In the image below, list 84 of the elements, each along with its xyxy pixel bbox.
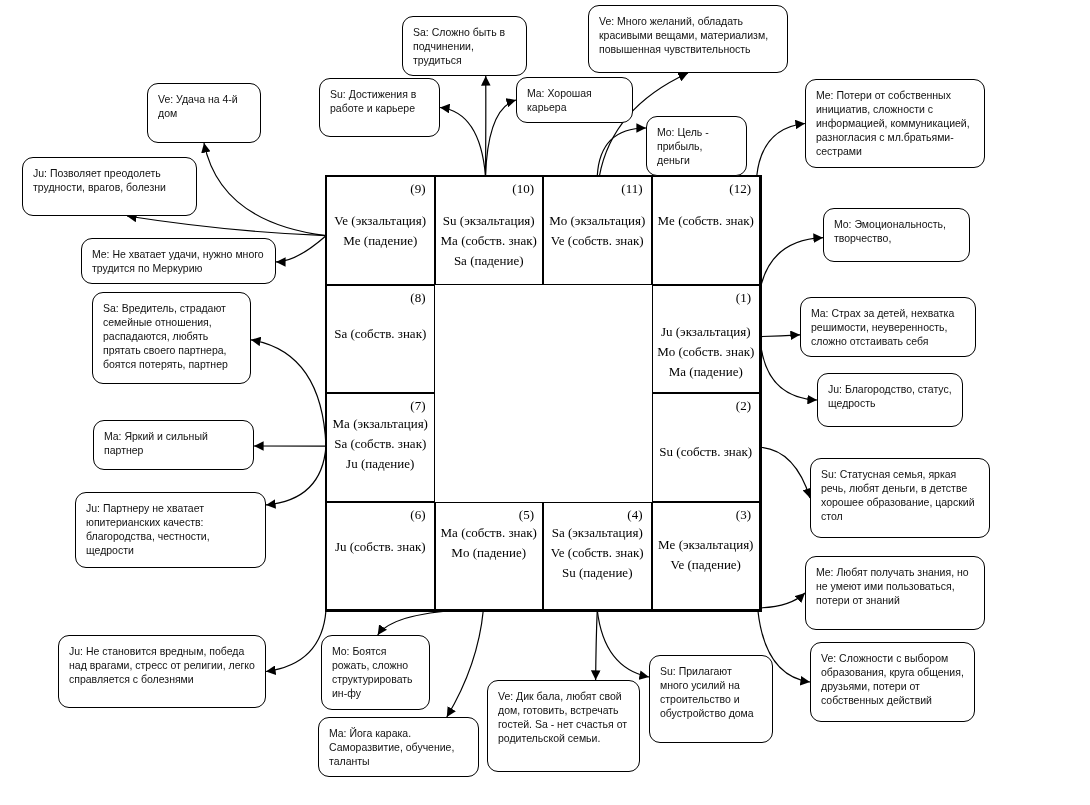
house-cell xyxy=(326,284,435,393)
callout-box: Mo: Эмоциональность, творчество, xyxy=(823,208,970,262)
house-cell xyxy=(651,501,760,610)
planet-status: Ve (собств. знак) xyxy=(550,232,644,250)
planet-status: Me (экзальтация) xyxy=(658,535,754,554)
callout-box: Ju: Позволяет преодолеть трудности, врагов, болезни xyxy=(22,157,197,216)
planet-status: Me (падение) xyxy=(343,232,418,250)
callout-box: Me: Не хватает удачи, нужно много трудится по Меркурию xyxy=(81,238,276,284)
house-number: (10) xyxy=(512,181,534,197)
callout-box: Sa: Вредитель, страдают семейные отношения, распадаются, любять прятать своего партнера, боятся потерять, партнер xyxy=(92,292,251,384)
planet-status: Ju (собств. знак) xyxy=(334,537,426,556)
planet-status: Sa (собств. знак) xyxy=(334,435,427,453)
arrow xyxy=(759,330,801,341)
callout-box: Ve: Дик бала, любят свой дом, готовить, встречать гостей. Sa - нет счастья от родительской семьи. xyxy=(487,680,640,772)
house-cell xyxy=(543,501,652,610)
arrow xyxy=(253,441,327,451)
house-cell xyxy=(434,176,543,285)
house-cell xyxy=(651,176,760,285)
callout-box: Su: Прилагают много усилий на строительство и обустройство дома xyxy=(649,655,773,743)
house-cell xyxy=(651,393,760,502)
planet-status: Sa (падение) xyxy=(453,252,524,270)
house-number: (3) xyxy=(735,506,751,523)
planet-status: Su (экзальтация) xyxy=(442,212,535,230)
house-number: (8) xyxy=(410,289,426,306)
planet-status: Ve (падение) xyxy=(670,555,741,574)
house-number: (7) xyxy=(410,398,426,414)
planet-status: Sa (экзальтация) xyxy=(551,523,643,542)
arrow xyxy=(759,446,812,499)
house-number: (9) xyxy=(410,181,426,197)
callout-box: Su: Статусная семья, яркая речь, любят деньги, в детстве хорошее образование, царский стол xyxy=(810,458,990,538)
callout-box: Ju: Благородство, статус, щедрость xyxy=(817,373,963,427)
callout-box: Sa: Сложно быть в подчинении, трудиться xyxy=(402,16,527,76)
house-cell xyxy=(326,393,435,502)
arrow xyxy=(757,609,811,685)
planet-status: Ma (собств. знак) xyxy=(440,232,537,250)
callout-box: Ve: Удача на 4-й дом xyxy=(147,83,261,143)
callout-box: Su: Достижения в работе и карьере xyxy=(319,78,440,137)
house-number: (11) xyxy=(621,181,643,197)
house-number: (12) xyxy=(729,181,751,197)
arrow xyxy=(265,609,327,675)
planet-status: Mo (падение) xyxy=(451,543,527,562)
callout-box: Ma: Йога карака. Саморазвитие, обучение, таланты xyxy=(318,717,479,777)
callout-box: Me: Потери от собственных инициатив, сложности с информацией, коммуникацией, разногласия с мл.братьями-сестрами xyxy=(805,79,985,168)
house-cell xyxy=(434,501,543,610)
planet-status: Ve (собств. знак) xyxy=(550,543,644,562)
callout-box: Mo: Боятся рожать, сложно структурировать ин-фу xyxy=(321,635,430,710)
house-cell xyxy=(326,501,435,610)
planet-status: Mo (собств. знак) xyxy=(657,342,755,361)
planet-status: Ve (экзальтация) xyxy=(334,212,427,230)
house-number: (4) xyxy=(627,506,643,523)
house-cell xyxy=(326,176,435,285)
callout-box: Ma: Страх за детей, нехватка решимости, неуверенность, сложно отстаивать себя xyxy=(800,297,976,357)
house-cell xyxy=(543,176,652,285)
callout-box: Mo: Цель - прибыль, деньги xyxy=(646,116,747,176)
planet-status: Su (собств. знак) xyxy=(659,443,753,461)
house-cell xyxy=(651,284,760,393)
callout-box: Ma: Хорошая карьера xyxy=(516,77,633,123)
planet-status: Ju (падение) xyxy=(346,455,415,473)
house-number: (6) xyxy=(410,506,426,523)
planet-status: Ma (собств. знак) xyxy=(440,523,537,542)
arrow xyxy=(756,120,806,177)
arrow xyxy=(275,235,327,267)
callout-box: Ju: Партнеру не хватает юпитерианских качеств: благородства, честности, щедрости xyxy=(75,492,266,568)
arrow xyxy=(596,123,647,177)
house-number: (5) xyxy=(518,506,534,523)
arrow xyxy=(446,609,484,718)
callout-box: Ve: Сложности с выбором образования, круга общения, друзьями, потери от собственных действий xyxy=(810,642,975,722)
callout-box: Ju: Не становится вредным, победа над врагами, стресс от религии, легко справляется с болезнями xyxy=(58,635,266,708)
house-number: (1) xyxy=(735,289,751,306)
house-number: (2) xyxy=(735,398,751,414)
arrow xyxy=(759,592,806,609)
planet-status: Me (собств. знак) xyxy=(657,212,754,230)
arrow xyxy=(598,72,689,177)
planet-status: Mo (экзальтация) xyxy=(549,212,646,230)
planet-status: Sa (собств. знак) xyxy=(334,324,427,343)
callout-box: Ma: Яркий и сильный партнер xyxy=(93,420,254,470)
planet-status: Su (падение) xyxy=(562,563,633,582)
planet-status: Ju (экзальтация) xyxy=(660,322,751,341)
planet-status: Ma (экзальтация) xyxy=(332,415,428,433)
arrow xyxy=(484,99,517,177)
arrow xyxy=(596,609,650,680)
callout-box: Me: Любят получать знания, но не умеют ими пользоваться, потери от знаний xyxy=(805,556,985,630)
planet-status: Ma (падение) xyxy=(668,362,743,381)
callout-box: Ve: Много желаний, обладать красивыми вещами, материализм, повышенная чувствительность xyxy=(588,5,788,73)
